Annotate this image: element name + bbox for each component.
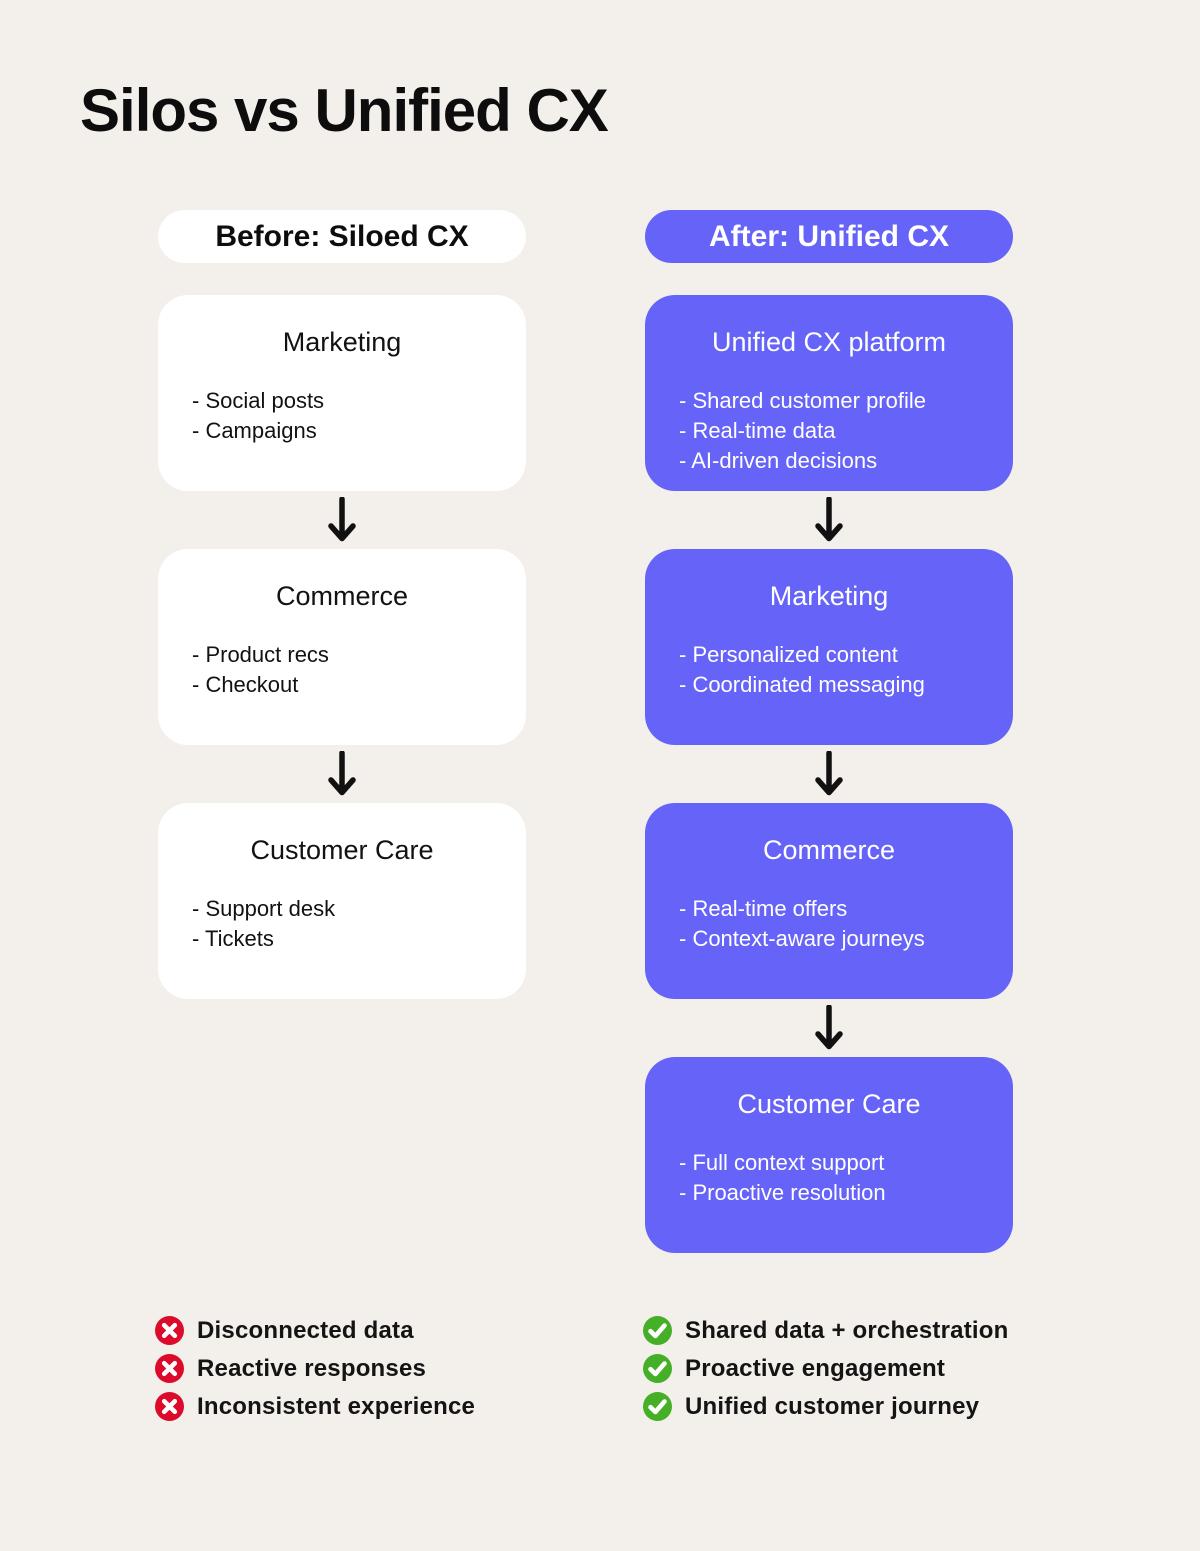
- arrow-down-icon: [645, 999, 1013, 1057]
- list-item: Unified customer journey: [643, 1392, 1009, 1421]
- arrow-down-icon: [158, 745, 526, 803]
- box-title: Unified CX platform: [711, 327, 947, 357]
- box-bullet: - Real-time data: [679, 418, 836, 443]
- box-title: Customer Care: [737, 1089, 921, 1119]
- list-item: Reactive responses: [155, 1354, 475, 1383]
- box-bullet: - Product recs: [192, 642, 329, 667]
- before-box-marketing: Marketing - Social posts - Campaigns: [158, 295, 526, 491]
- after-header-label: After: Unified CX: [709, 219, 949, 253]
- box-title: Marketing: [769, 581, 889, 611]
- box-bullet: - AI-driven decisions: [679, 448, 878, 473]
- before-header-label: Before: Siloed CX: [215, 219, 469, 253]
- arrow-down-icon: [645, 745, 1013, 803]
- box-bullet: - Social posts: [192, 388, 325, 413]
- cross-icon: [155, 1354, 184, 1383]
- box-bullet: - Real-time offers: [679, 896, 848, 921]
- box-bullet: - Tickets: [192, 926, 274, 951]
- before-box-customer-care: Customer Care - Support desk - Tickets: [158, 803, 526, 999]
- cross-icon: [155, 1316, 184, 1345]
- arrow-down-icon: [645, 491, 1013, 549]
- box-title: Commerce: [762, 835, 896, 865]
- before-box-commerce: Commerce - Product recs - Checkout: [158, 549, 526, 745]
- footer-label: Proactive engagement: [685, 1354, 946, 1382]
- footer-label: Inconsistent experience: [197, 1392, 476, 1420]
- footer-label: Unified customer journey: [685, 1392, 980, 1420]
- box-bullet: - Support desk: [192, 896, 336, 921]
- box-bullet: - Personalized content: [679, 642, 898, 667]
- after-box-marketing: Marketing - Personalized content - Coord…: [645, 549, 1013, 745]
- after-box-platform: Unified CX platform - Shared customer pr…: [645, 295, 1013, 491]
- footer-label: Reactive responses: [197, 1354, 427, 1382]
- page-title: Silos vs Unified CX: [80, 77, 609, 144]
- list-item: Disconnected data: [155, 1316, 475, 1345]
- check-icon: [643, 1392, 672, 1421]
- after-footer-list: Shared data + orchestration Proactive en…: [643, 1316, 1009, 1421]
- box-bullet: - Campaigns: [192, 418, 317, 443]
- box-bullet: - Checkout: [192, 672, 299, 697]
- box-title: Commerce: [275, 581, 409, 611]
- arrow-down-icon: [158, 491, 526, 549]
- before-header-pill: Before: Siloed CX: [158, 210, 526, 263]
- box-title: Customer Care: [250, 835, 434, 865]
- before-footer-list: Disconnected data Reactive responses Inc…: [155, 1316, 475, 1421]
- list-item: Proactive engagement: [643, 1354, 1009, 1383]
- before-column: Before: Siloed CX Marketing - Social pos…: [158, 210, 526, 999]
- cross-icon: [155, 1392, 184, 1421]
- after-box-customer-care: Customer Care - Full context support - P…: [645, 1057, 1013, 1253]
- list-item: Shared data + orchestration: [643, 1316, 1009, 1345]
- footer-label: Shared data + orchestration: [685, 1316, 1009, 1344]
- box-bullet: - Coordinated messaging: [679, 672, 925, 697]
- list-item: Inconsistent experience: [155, 1392, 475, 1421]
- after-box-commerce: Commerce - Real-time offers - Context-aw…: [645, 803, 1013, 999]
- box-bullet: - Shared customer profile: [679, 388, 926, 413]
- box-bullet: - Proactive resolution: [679, 1180, 886, 1205]
- box-bullet: - Full context support: [679, 1150, 885, 1175]
- check-icon: [643, 1316, 672, 1345]
- box-bullet: - Context-aware journeys: [679, 926, 925, 951]
- after-column: After: Unified CX Unified CX platform - …: [645, 210, 1013, 1253]
- footer-label: Disconnected data: [197, 1316, 414, 1344]
- box-title: Marketing: [282, 327, 402, 357]
- check-icon: [643, 1354, 672, 1383]
- after-header-pill: After: Unified CX: [645, 210, 1013, 263]
